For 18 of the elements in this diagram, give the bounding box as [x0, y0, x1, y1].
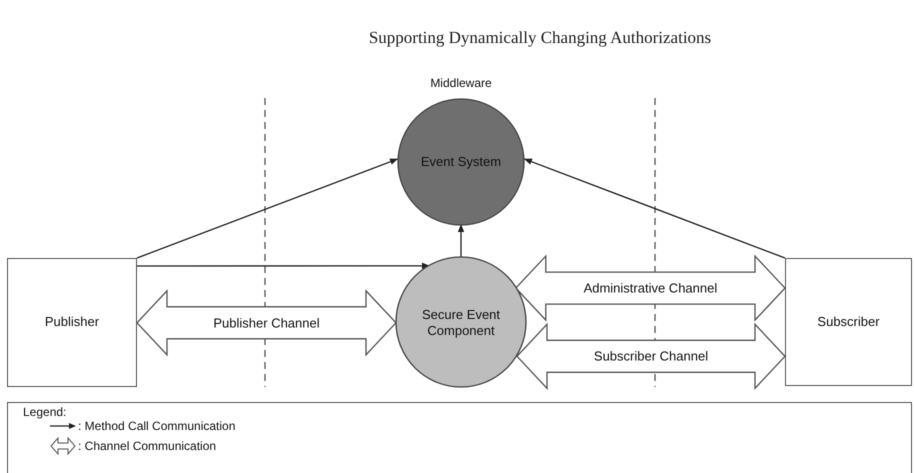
node-label: Publisher: [44, 314, 100, 331]
arrow: [458, 224, 464, 258]
legend-label: : Channel Communication: [78, 439, 216, 453]
arrow: [137, 262, 430, 270]
legend-title: Legend:: [23, 405, 66, 419]
component-box: [785, 258, 912, 386]
node-label: Subscriber: [817, 314, 880, 330]
arrow: [524, 158, 786, 259]
page-title: Supporting Dynamically Changing Authorizations: [368, 28, 712, 48]
edge-label: Administrative Channel: [582, 280, 720, 296]
node-label: Secure Event Component: [420, 306, 502, 340]
component-box: [7, 258, 137, 387]
node-heading: Middleware: [429, 76, 493, 90]
legend-label: : Method Call Communication: [78, 419, 236, 433]
node-label: Event System: [420, 154, 502, 170]
edge-label: Publisher Channel: [211, 315, 322, 330]
edge-label: Subscriber Channel: [592, 348, 710, 364]
arrow: [136, 158, 398, 259]
